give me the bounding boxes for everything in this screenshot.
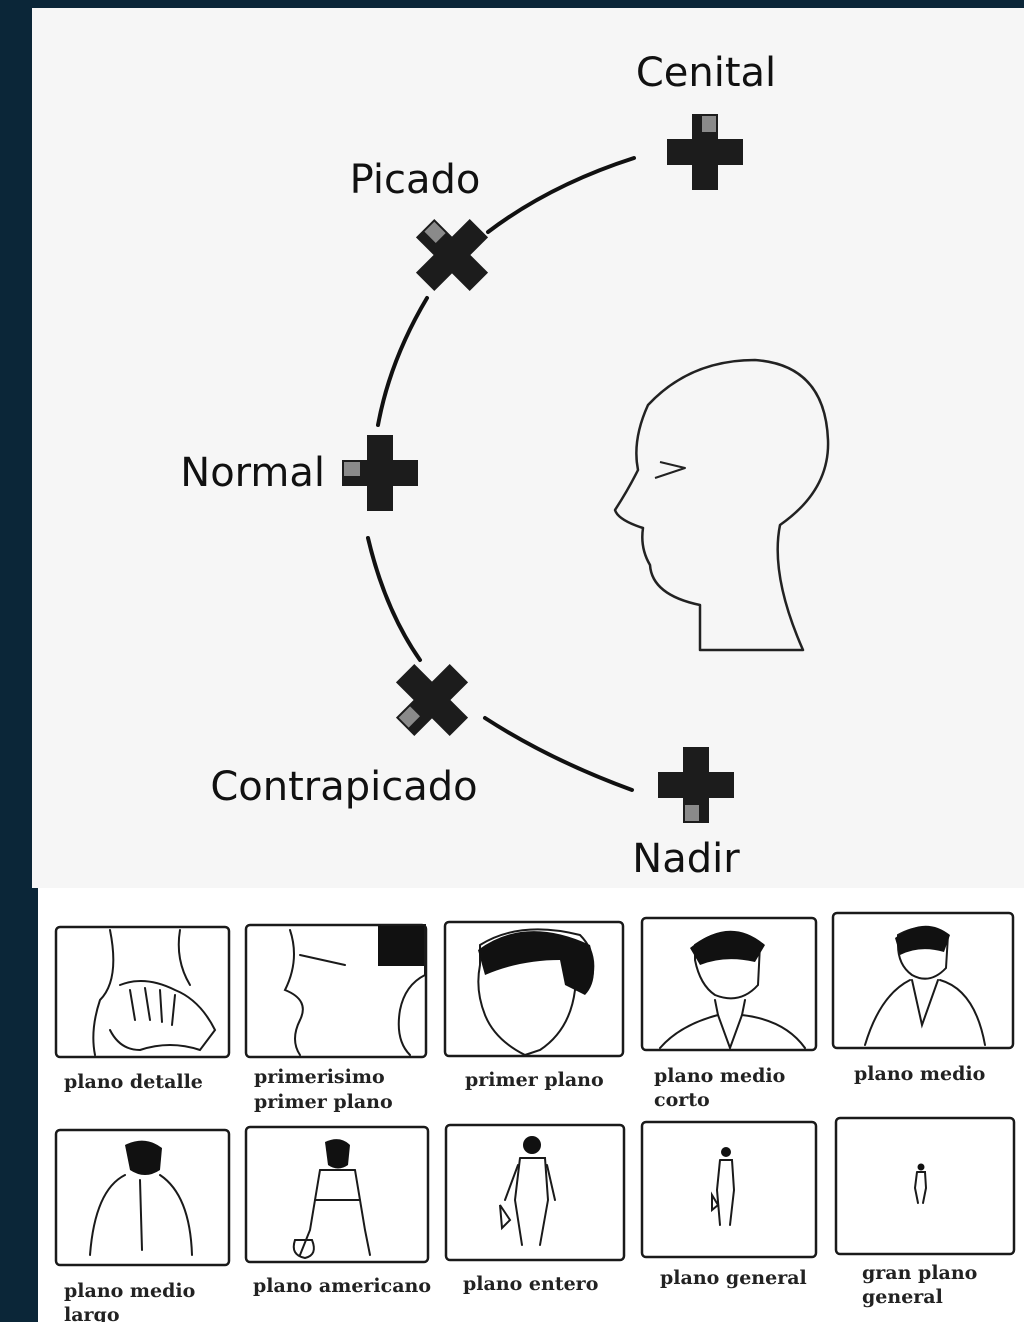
shot-label-plano-medio-largo-line2: largo bbox=[64, 1304, 120, 1322]
camera-icon-cenital bbox=[667, 114, 743, 190]
angle-label-cenital: Cenital bbox=[636, 50, 776, 96]
frame-plano-general bbox=[640, 1120, 818, 1259]
shot-label-plano-general: plano general bbox=[660, 1267, 807, 1289]
shot-label-plano-medio: plano medio bbox=[854, 1063, 985, 1085]
shot-label-plano-americano: plano americano bbox=[253, 1275, 431, 1297]
frame-plano-detalle bbox=[54, 925, 231, 1059]
person-medium-closeup-icon bbox=[659, 930, 806, 1051]
shot-illustrations bbox=[89, 924, 986, 1260]
hand-detail-icon bbox=[92, 929, 217, 1056]
shot-label-plano-detalle: plano detalle bbox=[64, 1071, 203, 1093]
person-extreme-long-shot-icon bbox=[913, 1163, 928, 1204]
person-back-icon bbox=[89, 1140, 193, 1256]
frame-plano-medio-corto bbox=[640, 916, 818, 1052]
camera-icon-normal bbox=[342, 435, 418, 511]
head-closeup-icon bbox=[477, 928, 595, 1057]
shot-label-plano-entero: plano entero bbox=[463, 1273, 598, 1295]
shot-label-gran-plano-general-line1: gran plano bbox=[862, 1262, 977, 1284]
person-long-shot-icon bbox=[711, 1147, 736, 1226]
angle-label-nadir: Nadir bbox=[632, 836, 740, 882]
shot-label-plano-medio-corto-line2: corto bbox=[654, 1089, 710, 1111]
frame-plano-medio-largo bbox=[54, 1128, 231, 1267]
shot-label-plano-medio-corto-line1: plano medio bbox=[654, 1065, 785, 1087]
head-profile-icon bbox=[613, 358, 830, 652]
frame-plano-entero bbox=[444, 1123, 626, 1262]
frame-plano-americano bbox=[244, 1125, 430, 1264]
shot-label-primerisimo-line1: primerisimo bbox=[254, 1066, 385, 1088]
shot-label-plano-medio-largo-line1: plano medio bbox=[64, 1280, 195, 1302]
person-american-shot-icon bbox=[292, 1139, 371, 1260]
camera-icon-contrapicado bbox=[378, 646, 486, 754]
person-medium-shot-icon bbox=[864, 925, 986, 1046]
shot-label-gran-plano-general-line2: general bbox=[862, 1286, 943, 1308]
camera-icon-nadir bbox=[658, 747, 734, 823]
angle-label-picado: Picado bbox=[350, 157, 481, 203]
person-full-shot-icon bbox=[499, 1136, 556, 1246]
camera-icon-picado bbox=[398, 201, 506, 309]
shot-label-primerisimo-line2: primer plano bbox=[254, 1091, 393, 1113]
shot-label-primer-plano: primer plano bbox=[465, 1069, 604, 1091]
camera-arc bbox=[366, 156, 636, 792]
angle-label-normal: Normal bbox=[180, 450, 325, 496]
angle-label-contrapicado: Contrapicado bbox=[210, 764, 477, 810]
